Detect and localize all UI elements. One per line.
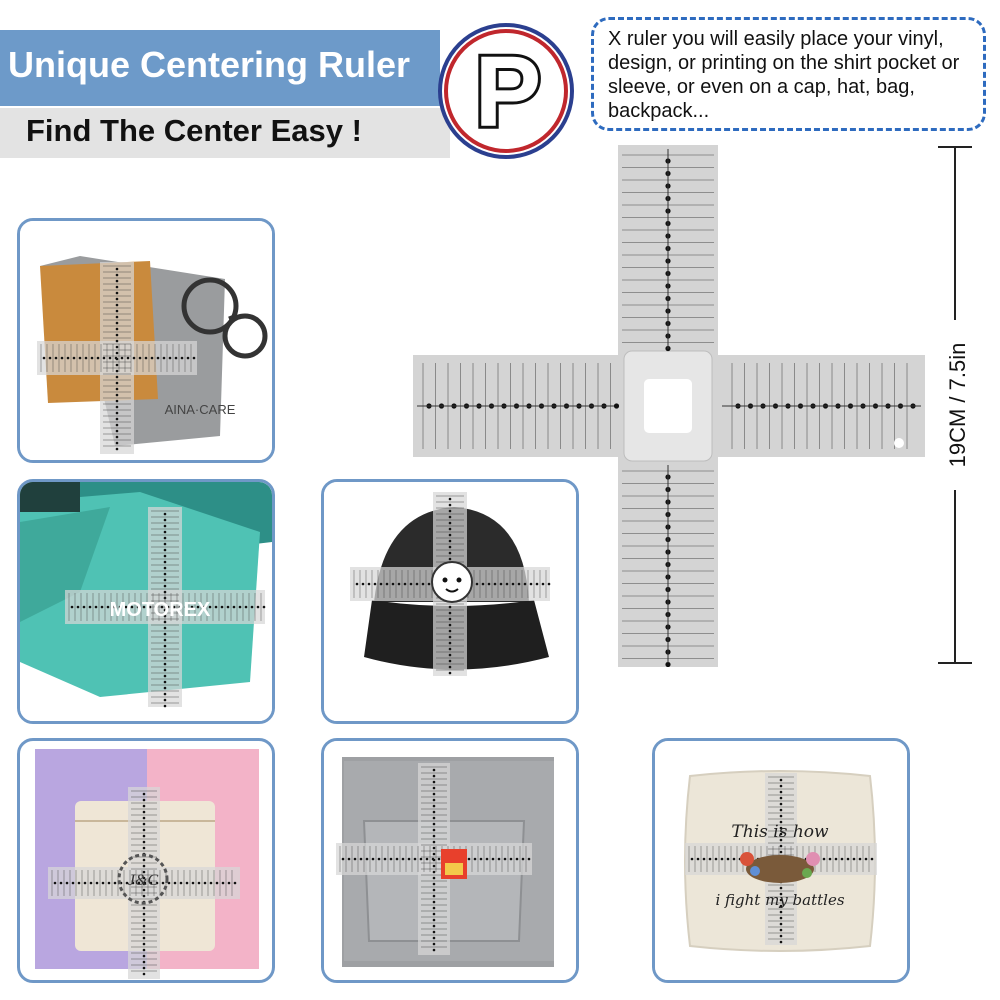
centering-ruler-icon — [413, 145, 925, 667]
pillow-print-line2: i fight my battles — [715, 891, 844, 909]
cleaning-cloth-image: AINA·CARE — [20, 221, 272, 460]
pillow-print-line1: This is how — [731, 822, 829, 842]
cloth-brand-text: AINA·CARE — [165, 402, 236, 417]
sleeve-brand-text: MOTOREX — [110, 599, 211, 621]
example-shirt-sleeve: MOTOREX — [17, 479, 275, 724]
mini-ruler-icon — [65, 507, 266, 708]
drawstring-bag-image: J&C — [35, 749, 259, 979]
pillow-image: This is how i fight my battles — [655, 741, 907, 980]
callout-text: X ruler you will easily place your vinyl… — [608, 28, 960, 122]
logo-letter: P — [475, 36, 542, 148]
title-band — [0, 30, 440, 106]
shirt-pocket-image — [324, 741, 576, 980]
mini-ruler-icon — [37, 262, 197, 454]
cap-image — [324, 482, 576, 721]
bag-monogram: J&C — [128, 872, 159, 889]
ruler-center-window — [644, 379, 692, 433]
page-subtitle: Find The Center Easy ! — [26, 113, 362, 148]
dimension-label: 19CM / 7.5in — [945, 342, 970, 468]
ruler-hang-hole — [894, 438, 904, 448]
subtitle-band — [0, 108, 450, 158]
page-title: Unique Centering Ruler — [8, 44, 411, 85]
brand-logo-icon: P — [438, 23, 574, 159]
mini-ruler-icon — [336, 763, 532, 955]
example-cleaning-cloth: AINA·CARE — [17, 218, 275, 463]
example-shirt-pocket — [321, 738, 579, 983]
example-cap — [321, 479, 579, 724]
example-drawstring-bag: J&C — [17, 738, 275, 983]
mini-ruler-icon — [48, 787, 240, 979]
shirt-sleeve-image: MOTOREX — [20, 482, 272, 721]
dimension-indicator — [938, 146, 972, 664]
description-callout: X ruler you will easily place your vinyl… — [591, 17, 986, 131]
example-pillow: This is how i fight my battles — [652, 738, 910, 983]
